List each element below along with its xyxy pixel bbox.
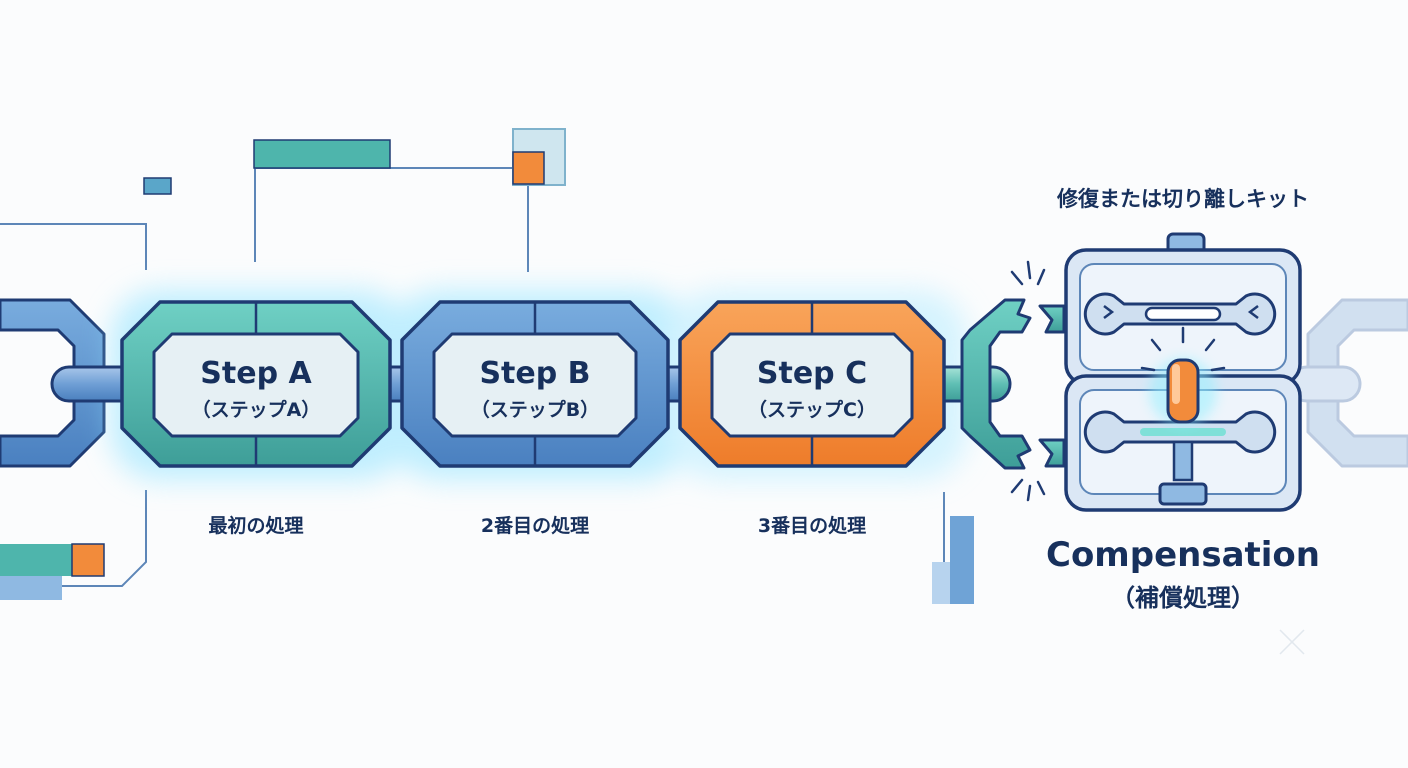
- compensation-label: Compensation: [1046, 535, 1320, 575]
- decorative-blocks: [0, 128, 974, 604]
- broken-link-icon: [960, 260, 1066, 502]
- chain-link-step-c: Step C （ステップC）: [678, 300, 946, 468]
- compensation-sub: （補償処理）: [1111, 584, 1255, 612]
- light-icon: [1140, 326, 1226, 482]
- kit-title: 修復または切り離しキット: [1056, 187, 1309, 211]
- chain-link-step-a: Step A （ステップA）: [120, 300, 392, 468]
- chain-link-step-b: Step B （ステップB）: [400, 300, 670, 468]
- step-b-name: Step B: [479, 356, 590, 391]
- sparkle-icon: [1279, 629, 1305, 655]
- step-a-caption: 最初の処理: [208, 514, 303, 537]
- step-c-name: Step C: [757, 356, 867, 391]
- step-a-sub: （ステップA）: [192, 398, 321, 421]
- step-c-sub: （ステップC）: [748, 398, 876, 421]
- lower-wrench-icon: [1083, 410, 1277, 454]
- step-c-caption: 3番目の処理: [758, 514, 866, 537]
- right-faded-link: [1288, 298, 1408, 468]
- step-a-name: Step A: [200, 356, 312, 391]
- wrench-icon: [1083, 292, 1277, 336]
- left-partial-link: [0, 298, 106, 468]
- step-b-sub: （ステップB）: [471, 398, 599, 421]
- toolbox-icon: [1064, 232, 1302, 512]
- step-b-caption: 2番目の処理: [481, 514, 589, 537]
- step-captions: 最初の処理 2番目の処理 3番目の処理: [208, 514, 866, 537]
- spark-lines: [1010, 260, 1046, 502]
